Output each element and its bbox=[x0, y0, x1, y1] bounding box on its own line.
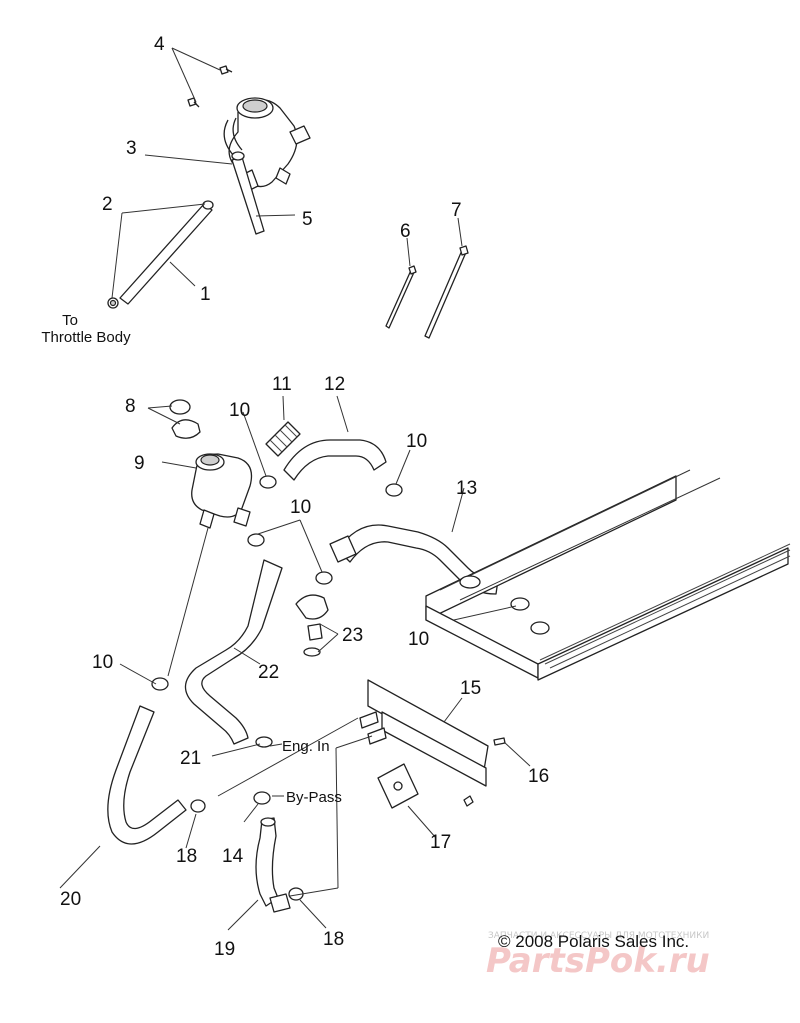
hose-13 bbox=[329, 487, 499, 595]
callout-7: 7 bbox=[451, 200, 462, 221]
callout-18-a: 18 bbox=[176, 846, 197, 867]
callout-5: 5 bbox=[302, 209, 313, 230]
hose-20 bbox=[59, 705, 187, 889]
callout-19: 19 bbox=[214, 939, 235, 960]
callout-13: 13 bbox=[456, 478, 477, 499]
clamp-3 bbox=[231, 151, 245, 161]
callout-11: 11 bbox=[272, 374, 292, 395]
callout-6: 6 bbox=[400, 221, 411, 242]
callout-17: 17 bbox=[430, 832, 451, 853]
callout-18-b: 18 bbox=[323, 929, 344, 950]
callout-1: 1 bbox=[200, 284, 211, 305]
cooler-15 bbox=[359, 679, 489, 787]
strap-6 bbox=[385, 265, 417, 329]
hose-22 bbox=[184, 559, 283, 745]
note-to: To bbox=[62, 312, 78, 329]
clamps-10 bbox=[119, 411, 530, 691]
callout-4: 4 bbox=[154, 34, 165, 55]
callout-10-c: 10 bbox=[290, 497, 311, 518]
callout-22: 22 bbox=[258, 662, 279, 683]
callout-10-d: 10 bbox=[408, 629, 429, 650]
callout-8: 8 bbox=[125, 396, 136, 417]
callout-15: 15 bbox=[460, 678, 481, 699]
callout-2: 2 bbox=[102, 194, 113, 215]
watermark-tagline: ЗАПЧАСТИ И АКСЕССУАРЫ ДЛЯ МОТОТЕХНИКИ bbox=[488, 931, 709, 941]
leaders-top bbox=[111, 47, 296, 299]
callout-12: 12 bbox=[324, 374, 345, 395]
callout-10-e: 10 bbox=[92, 652, 113, 673]
clamps-18-21-14 bbox=[185, 717, 373, 929]
reservoir-9 bbox=[161, 453, 253, 529]
footwell-panel bbox=[425, 469, 791, 681]
watermark-brand: PartsPok.ru bbox=[486, 941, 710, 981]
callout-10-b: 10 bbox=[406, 431, 427, 452]
note-eng-in: Eng. In bbox=[282, 738, 330, 755]
cap-seal-8 bbox=[147, 399, 201, 439]
copyright-notice: © 2008 Polaris Sales Inc. bbox=[498, 932, 689, 951]
callout-9: 9 bbox=[134, 453, 145, 474]
hose-12 bbox=[283, 395, 387, 481]
callout-21: 21 bbox=[180, 748, 201, 769]
callout-3: 3 bbox=[126, 138, 137, 159]
callout-16: 16 bbox=[528, 766, 549, 787]
hose-1 bbox=[107, 200, 214, 309]
note-by-pass: By-Pass bbox=[286, 789, 342, 806]
strap-7 bbox=[406, 217, 469, 339]
bolts-16 bbox=[463, 737, 531, 807]
fitting-23 bbox=[295, 594, 339, 657]
callout-23: 23 bbox=[342, 625, 363, 646]
mount-17 bbox=[377, 763, 437, 839]
callout-10-a: 10 bbox=[229, 400, 250, 421]
sleeve-11 bbox=[265, 395, 301, 457]
callout-20: 20 bbox=[60, 889, 81, 910]
bolts-4 bbox=[187, 65, 233, 108]
note-throttle-body: Throttle Body bbox=[41, 329, 131, 346]
reservoir-top bbox=[223, 97, 311, 191]
callout-14: 14 bbox=[222, 846, 244, 867]
hose-19 bbox=[227, 817, 291, 931]
